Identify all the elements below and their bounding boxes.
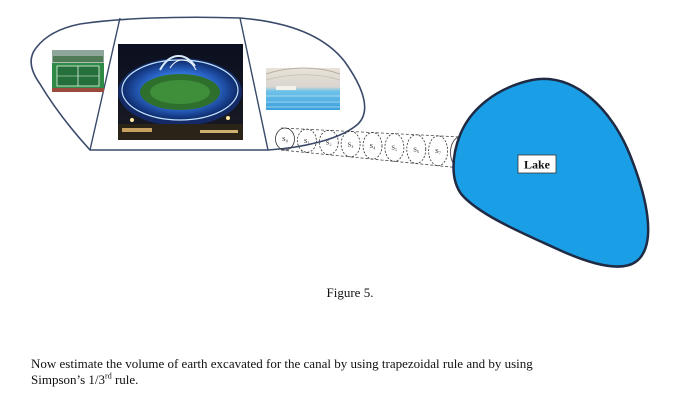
canal-section-6 <box>406 134 427 164</box>
canal-section-7 <box>428 135 449 167</box>
canal-section-label-2: S₂ <box>326 140 332 147</box>
canal-section-label-3: S₃ <box>348 141 354 148</box>
question-line-1: Now estimate the volume of earth excavat… <box>31 356 533 371</box>
canal-section-5 <box>384 133 405 162</box>
question-line-2-prefix: Simpson’s 1/3 <box>31 372 106 387</box>
canal-section-label-0: S₀ <box>282 136 288 143</box>
figure-caption: Figure 5. <box>326 285 374 300</box>
canal-section-label-4: S₄ <box>370 143 377 150</box>
stadium-night-photo <box>118 44 243 140</box>
canal-section-label-5: S₅ <box>391 145 397 152</box>
canal-sections: S₀S₁S₂S₃S₄S₅S₆S₇S₈ <box>275 127 470 169</box>
canal-section-label-6: S₆ <box>413 146 419 153</box>
canal-section-4 <box>362 132 383 160</box>
swimming-pool-photo <box>265 67 341 110</box>
question-paragraph: Now estimate the volume of earth excavat… <box>31 356 671 388</box>
lake-label-box <box>517 154 557 174</box>
ordinal-suffix: rd <box>105 371 112 381</box>
canal-section-2 <box>318 129 339 155</box>
venue-outline <box>30 16 366 151</box>
panel-divider-right <box>239 17 269 151</box>
panel-divider-left <box>89 17 121 151</box>
question-line-2-suffix: rule. <box>111 372 139 387</box>
lake-label: Lake <box>524 158 551 172</box>
canal-section-label-1: S₁ <box>304 138 310 145</box>
canal-top-edge <box>280 127 462 138</box>
tennis-court-photo <box>52 50 104 92</box>
canal-section-1 <box>296 128 317 153</box>
lake: Lake <box>452 77 650 268</box>
canal-section-0 <box>275 127 295 151</box>
canal: S₀S₁S₂S₃S₄S₅S₆S₇S₈ <box>275 127 470 169</box>
canal-section-label-7: S₇ <box>435 148 441 155</box>
canal-section-3 <box>340 130 361 158</box>
